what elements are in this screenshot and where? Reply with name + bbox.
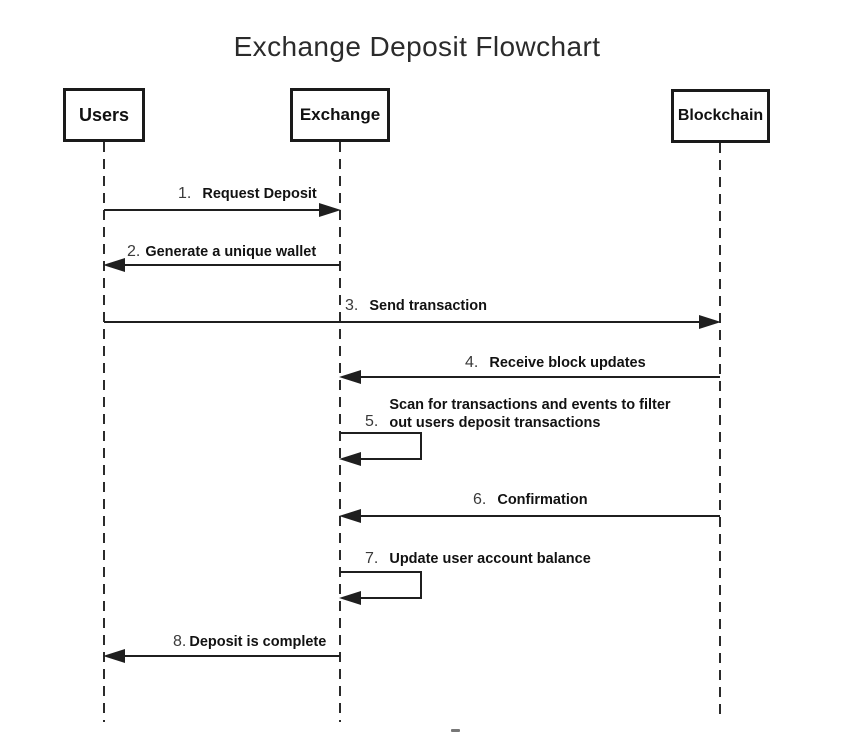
message-arrow-1 xyxy=(104,203,341,217)
message-text-line-1: Scan for transactions and events to filt… xyxy=(389,397,671,413)
message-number: 2. xyxy=(127,243,141,260)
actor-box-blockchain: Blockchain xyxy=(671,89,770,143)
cropped-glyph-artifact xyxy=(451,729,460,732)
message-text: Confirmation xyxy=(497,492,588,508)
message-text: Deposit is complete xyxy=(189,634,327,650)
arrowhead-right-icon xyxy=(319,203,341,217)
actor-label: Exchange xyxy=(299,105,381,124)
arrowhead-right-icon xyxy=(699,315,721,329)
arrowhead-left-icon xyxy=(339,591,361,605)
self-loop-line xyxy=(340,571,422,599)
message-text: Generate a unique wallet xyxy=(145,244,317,260)
message-text: Scan for transactions and events to filt… xyxy=(389,396,670,432)
arrowhead-left-icon xyxy=(339,509,361,523)
self-loop-line xyxy=(340,432,422,460)
message-text: Request Deposit xyxy=(202,186,317,202)
message-number: 6. xyxy=(473,491,487,508)
message-number: 3. xyxy=(345,297,359,314)
message-label-7: 7. Update user account balance xyxy=(365,550,591,568)
actor-label: Blockchain xyxy=(677,107,764,124)
message-label-5: 5. Scan for transactions and events to f… xyxy=(365,396,671,432)
actor-box-exchange: Exchange xyxy=(290,88,390,142)
message-arrow-2 xyxy=(103,258,340,272)
arrowhead-left-icon xyxy=(339,452,361,466)
arrowhead-left-icon xyxy=(339,370,361,384)
actor-box-users: Users xyxy=(63,88,145,142)
message-label-6: 6. Confirmation xyxy=(473,491,588,509)
arrowhead-left-icon xyxy=(103,258,125,272)
message-number: 8. xyxy=(173,633,187,650)
message-arrow-8 xyxy=(103,649,340,663)
diagram-title: Exchange Deposit Flowchart xyxy=(233,31,601,62)
message-arrow-6 xyxy=(339,509,720,523)
message-number: 1. xyxy=(178,185,192,202)
actor-label: Users xyxy=(78,104,130,125)
message-label-2: 2. Generate a unique wallet xyxy=(127,243,316,261)
message-text: Update user account balance xyxy=(389,551,591,567)
message-arrow-4 xyxy=(339,370,720,384)
message-arrow-5-self-loop xyxy=(339,432,422,466)
arrowhead-left-icon xyxy=(103,649,125,663)
message-text: Send transaction xyxy=(369,298,487,314)
message-number: 7. xyxy=(365,550,379,567)
message-label-4: 4. Receive block updates xyxy=(465,354,646,372)
message-arrow-7-self-loop xyxy=(339,571,422,605)
message-arrow-3 xyxy=(104,315,721,329)
message-label-8: 8. Deposit is complete xyxy=(173,633,326,651)
message-number: 4. xyxy=(465,354,479,371)
message-text-line-2: out users deposit transactions xyxy=(389,415,601,431)
message-number: 5. xyxy=(365,413,379,430)
message-label-1: 1. Request Deposit xyxy=(178,185,317,203)
message-text: Receive block updates xyxy=(489,355,646,371)
message-label-3: 3. Send transaction xyxy=(345,297,487,315)
